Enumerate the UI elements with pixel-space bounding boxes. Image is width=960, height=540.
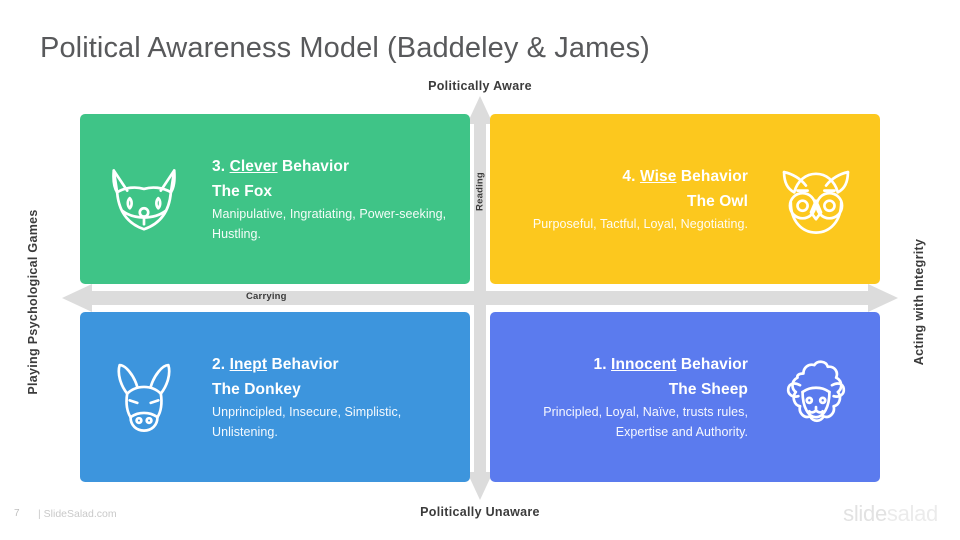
quadrant-heading-donkey: 2. Inept Behavior (212, 352, 452, 377)
axis-label-acting-with-integrity: Acting with Integrity (912, 238, 926, 366)
arrow-label-reading: Reading (474, 172, 486, 211)
quadrant-text-donkey: 2. Inept Behavior The Donkey Unprinciple… (208, 352, 470, 443)
slidesalad-logo: slidesalad (843, 501, 938, 527)
page-title: Political Awareness Model (Baddeley & Ja… (40, 32, 650, 64)
quadrant-animal-sheep: The Sheep (668, 380, 748, 398)
quadrant-description-owl: Purposeful, Tactful, Loyal, Negotiating. (532, 216, 748, 231)
axis-label-politically-unaware: Politically Unaware (420, 505, 540, 519)
quadrant-behavior-suffix-donkey: Behavior (271, 355, 339, 373)
quadrant-animal-fox: The Fox (212, 182, 273, 200)
arrow-label-carrying: Carrying (246, 291, 287, 302)
quadrant-behavior-suffix-owl: Behavior (680, 167, 748, 185)
quadrant-behavior-word-sheep: Innocent (611, 355, 677, 373)
quadrant-text-owl: 4. Wise Behavior The Owl Purposeful, Tac… (490, 164, 752, 235)
quadrant-description-donkey: Unprincipled, Insecure, Simplistic, Unli… (212, 404, 402, 439)
fox-icon (80, 157, 208, 241)
quadrant-card-owl[interactable]: 4. Wise Behavior The Owl Purposeful, Tac… (490, 114, 880, 284)
quadrant-number-donkey: 2. (212, 355, 226, 373)
quadrant-behavior-word-owl: Wise (639, 167, 677, 185)
sheep-icon (752, 355, 880, 439)
footer-site-label: | SlideSalad.com (38, 508, 117, 520)
logo-text-slide: slide (843, 501, 887, 526)
quadrant-behavior-word-fox: Clever (229, 157, 278, 175)
axis-label-playing-psychological-games: Playing Psychological Games (26, 209, 40, 395)
quadrant-animal-owl: The Owl (687, 192, 748, 210)
quadrant-behavior-suffix-fox: Behavior (281, 157, 350, 175)
quadrant-heading-fox: 3. Clever Behavior (212, 154, 452, 179)
page-number: 7 (14, 508, 20, 519)
logo-text-salad: salad (886, 501, 938, 526)
quadrant-card-donkey[interactable]: 2. Inept Behavior The Donkey Unprinciple… (80, 312, 470, 482)
quadrant-text-sheep: 1. Innocent Behavior The Sheep Principle… (490, 352, 752, 443)
owl-icon (752, 157, 880, 241)
quadrant-heading-sheep: 1. Innocent Behavior (508, 352, 748, 377)
quadrant-card-sheep[interactable]: 1. Innocent Behavior The Sheep Principle… (490, 312, 880, 482)
quadrant-heading-owl: 4. Wise Behavior (508, 164, 748, 189)
quadrant-animal-donkey: The Donkey (212, 380, 301, 398)
quadrant-description-fox: Manipulative, Ingratiating, Power-seekin… (212, 206, 447, 241)
quadrant-number-owl: 4. (622, 167, 636, 185)
quadrant-card-fox[interactable]: 3. Clever Behavior The Fox Manipulative,… (80, 114, 470, 284)
donkey-icon (80, 355, 208, 439)
quadrant-behavior-word-donkey: Inept (229, 355, 268, 373)
quadrant-number-fox: 3. (212, 157, 226, 175)
quadrant-text-fox: 3. Clever Behavior The Fox Manipulative,… (208, 154, 470, 245)
axis-label-politically-aware: Politically Aware (428, 79, 532, 93)
quadrant-behavior-suffix-sheep: Behavior (680, 355, 748, 373)
vertical-axis-arrow (467, 96, 493, 500)
quadrant-number-sheep: 1. (593, 355, 607, 373)
quadrant-description-sheep: Principled, Loyal, Naïve, trusts rules, … (543, 404, 748, 439)
